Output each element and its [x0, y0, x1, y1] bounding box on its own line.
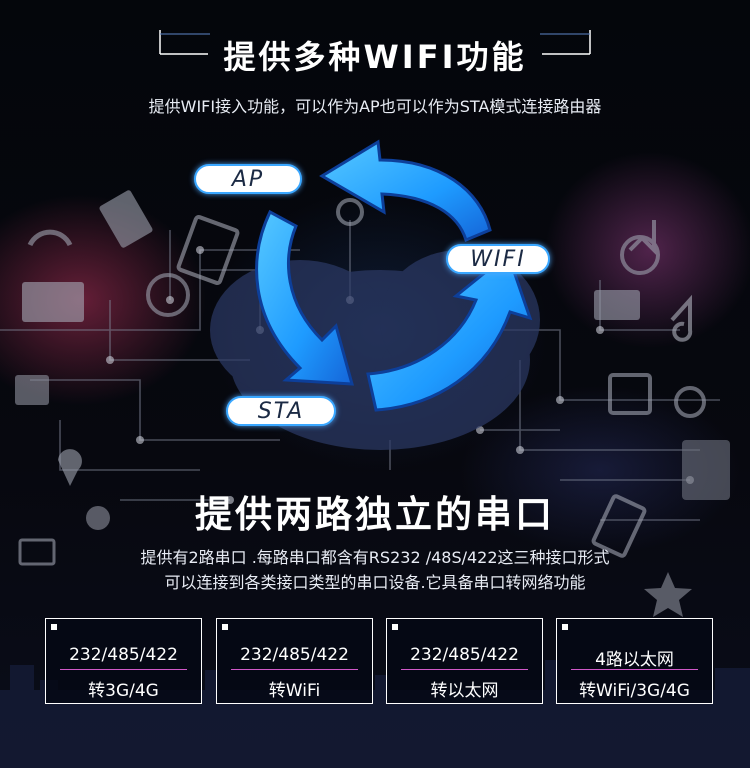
wifi-mode-label: WIFI — [446, 244, 550, 274]
mail-icon — [18, 538, 56, 566]
title-frame — [159, 30, 591, 55]
feature-target: 转3G/4G — [88, 681, 159, 701]
feature-box-3g4g: 232/485/422 转3G/4G — [45, 618, 202, 704]
feature-target: 转WiFi — [268, 681, 321, 701]
star-icon — [644, 572, 692, 617]
arrow-sta-to-wifi-icon — [366, 251, 533, 412]
feature-divider — [571, 669, 698, 670]
wifi-section-title: 提供多种WIFI功能 — [223, 38, 527, 76]
feature-divider — [231, 669, 358, 670]
feature-interfaces: 232/485/422 — [240, 645, 349, 665]
ap-mode-label: AP — [194, 164, 302, 194]
corner-marker — [51, 624, 57, 630]
arrow-wifi-to-ap-icon — [319, 139, 492, 243]
serial-description-line-1: 提供有2路串口 .每路串口都含有RS232 /48S/422这三种接口形式 — [140, 548, 610, 567]
feature-interfaces: 232/485/422 — [69, 645, 178, 665]
feature-box-ethernet: 232/485/422 转以太网 — [386, 618, 543, 704]
tablet-icon — [682, 440, 730, 500]
sta-mode-label: STA — [226, 396, 336, 426]
feature-target: 转以太网 — [430, 681, 499, 701]
mobile-phone-icon — [591, 494, 647, 558]
feature-divider — [60, 669, 187, 670]
feature-box-wifi: 232/485/422 转WiFi — [216, 618, 373, 704]
serial-description-line-2: 可以连接到各类接口类型的串口设备.它具备串口转网络功能 — [164, 573, 586, 592]
hourglass-icon — [628, 220, 656, 255]
cloud-chat-icon — [620, 235, 660, 275]
feature-box-4port-ethernet: 4路以太网 转WiFi/3G/4G — [556, 618, 713, 704]
chat-icon — [146, 273, 190, 317]
settings-gear-icon — [86, 506, 110, 530]
corner-marker — [392, 624, 398, 630]
corner-marker — [222, 624, 228, 630]
arrow-ap-to-sta-icon — [255, 209, 355, 386]
feature-divider — [401, 669, 528, 670]
battery-icon — [15, 375, 49, 405]
wifi-signal-icon — [27, 229, 73, 247]
feature-interfaces: 4路以太网 — [595, 650, 674, 670]
wifi-section-subtitle: 提供WIFI接入功能，可以作为AP也可以作为STA模式连接路由器 — [148, 97, 602, 116]
laptop-icon — [594, 290, 640, 320]
feature-interfaces: 232/485/422 — [410, 645, 519, 665]
phone-icon — [99, 190, 153, 248]
monitor-icon — [22, 282, 84, 322]
feature-target: 转WiFi/3G/4G — [579, 681, 690, 701]
document-icon — [176, 215, 240, 285]
serial-section-title: 提供两路独立的串口 — [195, 493, 555, 536]
antenna-icon — [336, 198, 364, 226]
wifi-screen-icon — [608, 373, 652, 415]
phone-call-icon — [58, 449, 82, 486]
corner-marker — [562, 624, 568, 630]
music-note-icon — [670, 294, 693, 342]
close-circle-icon — [674, 386, 706, 418]
